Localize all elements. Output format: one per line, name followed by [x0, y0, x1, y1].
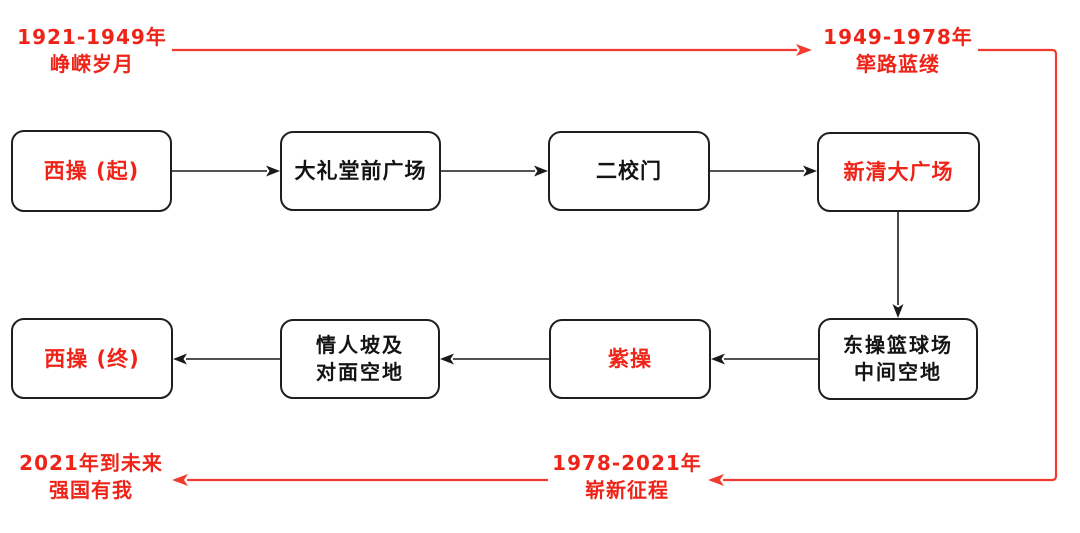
node-label-line1: 情人坡及: [316, 333, 404, 357]
node-label: 西操 (起): [43, 159, 140, 183]
era-period: 2021年到未来: [19, 451, 163, 475]
node-qingrenpo: 情人坡及 对面空地: [280, 319, 440, 399]
era-name: 峥嵘岁月: [50, 52, 134, 76]
era-period: 1978-2021年: [552, 451, 702, 475]
timeline-path-era2-to-era3: [708, 48, 1058, 486]
era-name: 筚路蓝缕: [856, 52, 940, 76]
node-dongcao-court: 东操篮球场 中间空地: [818, 318, 978, 400]
era-period: 1921-1949年: [17, 25, 167, 49]
era-label-2021-future: 2021年到未来 强国有我: [15, 450, 167, 504]
era-period: 1949-1978年: [823, 25, 973, 49]
era-name: 崭新征程: [585, 478, 669, 502]
node-label: 二校门: [596, 159, 662, 183]
node-auditorium-square: 大礼堂前广场: [280, 131, 441, 211]
node-second-gate: 二校门: [548, 131, 710, 211]
node-label-line2: 对面空地: [316, 360, 404, 384]
node-label: 新清大广场: [843, 160, 954, 184]
node-xicao-end: 西操 (终): [11, 318, 173, 399]
node-xinqingda-square: 新清大广场: [817, 132, 980, 212]
node-zicao: 紫操: [549, 319, 711, 399]
node-label: 大礼堂前广场: [294, 159, 427, 183]
node-label: 西操 (终): [44, 346, 140, 371]
node-label-line2: 中间空地: [854, 360, 942, 384]
node-xicao-start: 西操 (起): [11, 130, 172, 212]
era-label-1949-1978: 1949-1978年 筚路蓝缕: [822, 24, 974, 78]
era-name: 强国有我: [49, 478, 133, 502]
era-label-1921-1949: 1921-1949年 峥嵘岁月: [16, 24, 168, 78]
node-label: 紫操: [608, 347, 652, 371]
era-label-1978-2021: 1978-2021年 崭新征程: [551, 450, 703, 504]
node-label-line1: 东操篮球场: [843, 333, 953, 357]
